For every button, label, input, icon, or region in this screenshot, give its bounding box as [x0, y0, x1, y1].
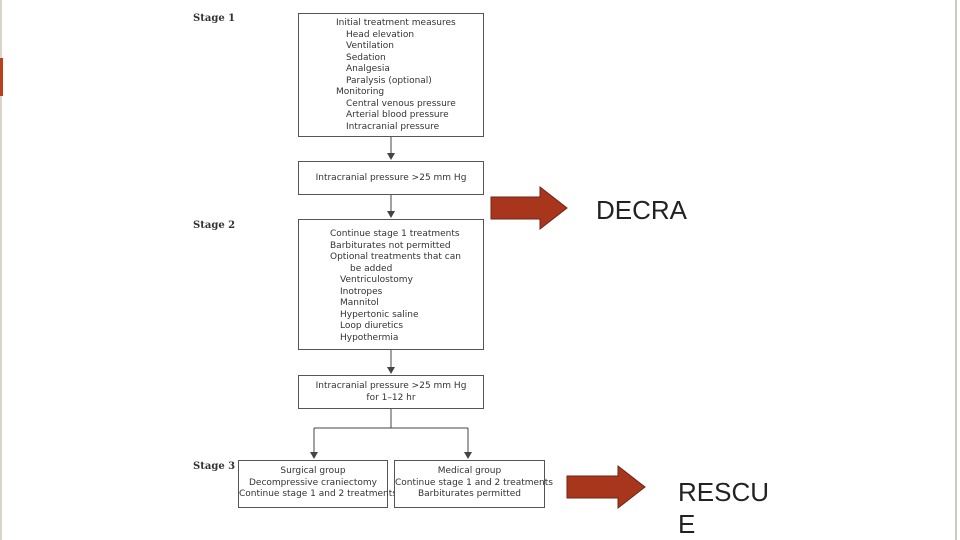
icp-duration-box: Intracranial pressure >25 mm Hg for 1–12…	[298, 375, 484, 409]
left-border	[0, 0, 2, 540]
surgical-group-line-3: Continue stage 1 and 2 treatments	[239, 489, 397, 499]
icp-duration-line-1: Intracranial pressure >25 mm Hg	[315, 381, 467, 391]
stage-2-item-line: Inotropes	[340, 286, 383, 297]
stage-2-item-line: Continue stage 1 treatments	[330, 229, 460, 239]
rescue-callout-line-1: RESCU	[678, 477, 770, 507]
stage-2-item-line: Hypothermia	[340, 332, 399, 343]
stage-3-label: Stage 3	[193, 461, 236, 472]
stage-1-label: Stage 1	[193, 13, 236, 24]
arrowhead-1	[387, 153, 395, 160]
icp-threshold-text: Intracranial pressure >25 mm Hg	[315, 173, 467, 183]
stage-2-label: Stage 2	[193, 220, 236, 231]
stage-1-item-line: Sedation	[346, 52, 386, 63]
rescue-arrow-icon	[566, 464, 646, 510]
stage-1-item-line: Initial treatment measures	[336, 18, 456, 28]
stage-1-item-line: Paralysis (optional)	[346, 75, 432, 86]
arrowhead-medical	[464, 452, 472, 459]
surgical-group-title: Surgical group	[280, 466, 346, 476]
left-accent-bar	[0, 58, 3, 96]
stage-2-item-line: Ventriculostomy	[340, 275, 413, 285]
surgical-group-box: Surgical group Decompressive craniectomy…	[238, 460, 397, 508]
icp-threshold-box: Intracranial pressure >25 mm Hg	[298, 161, 484, 195]
stage-1-item-line: Analgesia	[346, 64, 390, 74]
stage-2-item-line: Optional treatments that can	[330, 252, 461, 262]
rescue-callout-line-2: E	[678, 509, 696, 539]
medical-group-line-3: Barbiturates permitted	[417, 489, 522, 499]
stage-2-item-line: Barbiturates not permitted	[330, 240, 451, 251]
icp-duration-line-2: for 1–12 hr	[366, 392, 416, 403]
decra-arrow-icon	[490, 185, 568, 231]
stage-1-item-line: Head elevation	[346, 29, 415, 40]
stage-1-item-line: Arterial blood pressure	[346, 110, 449, 120]
stage-1-item-line: Ventilation	[346, 41, 394, 51]
medical-group-line-2: Continue stage 1 and 2 treatments	[395, 477, 553, 488]
surgical-group-line-2: Decompressive craniectomy	[248, 477, 378, 488]
medical-group-box: Medical group Continue stage 1 and 2 tre…	[394, 460, 553, 508]
stage-2-item-line: Mannitol	[340, 298, 379, 308]
stage-1-item-line: Intracranial pressure	[346, 121, 440, 132]
decra-callout: DECRA	[596, 195, 688, 225]
stage-2-item-line: Loop diuretics	[340, 321, 404, 331]
stage-2-item-line: Hypertonic saline	[340, 309, 419, 320]
medical-group-title: Medical group	[437, 466, 502, 476]
stage-2-item-line: be added	[350, 263, 393, 274]
rescue-callout: RESCU E	[678, 476, 769, 540]
right-border	[955, 0, 957, 540]
arrowhead-surgical	[310, 452, 318, 459]
arrowhead-3	[387, 367, 395, 374]
arrowhead-2	[387, 211, 395, 218]
stage-1-item-line: Monitoring	[336, 87, 385, 97]
stage-1-item-line: Central venous pressure	[346, 98, 456, 109]
